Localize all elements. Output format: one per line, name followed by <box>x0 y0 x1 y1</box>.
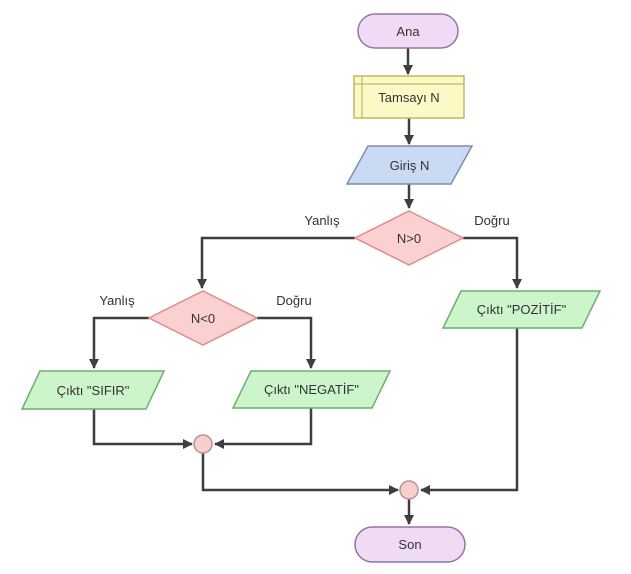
connector-decision2-true <box>257 316 316 369</box>
junction-circle-2[interactable] <box>399 480 419 500</box>
connector-sifir-to-junction1 <box>92 409 193 449</box>
connector-junction1-to-junction2 <box>201 453 399 495</box>
connector-decision1-false <box>197 236 355 289</box>
declare-shape[interactable] <box>353 75 465 119</box>
output-sifir-parallelogram[interactable] <box>20 370 166 410</box>
decision-n-gt-0-diamond[interactable] <box>353 210 465 266</box>
output-negatif-parallelogram[interactable] <box>231 370 392 409</box>
start-terminal-shape[interactable] <box>357 13 459 49</box>
connector-decision1-true <box>463 236 522 289</box>
connector-decision2-false <box>89 316 149 369</box>
input-parallelogram[interactable] <box>345 145 474 185</box>
output-pozitif-parallelogram[interactable] <box>441 290 602 329</box>
connector-negatif-to-junction1 <box>214 408 313 449</box>
end-terminal-shape[interactable] <box>354 526 466 563</box>
connector-group <box>89 48 522 525</box>
decision-n-lt-0-diamond[interactable] <box>147 290 259 346</box>
junction-circle-1[interactable] <box>193 434 213 454</box>
connector-pozitif-to-junction2 <box>420 328 519 495</box>
